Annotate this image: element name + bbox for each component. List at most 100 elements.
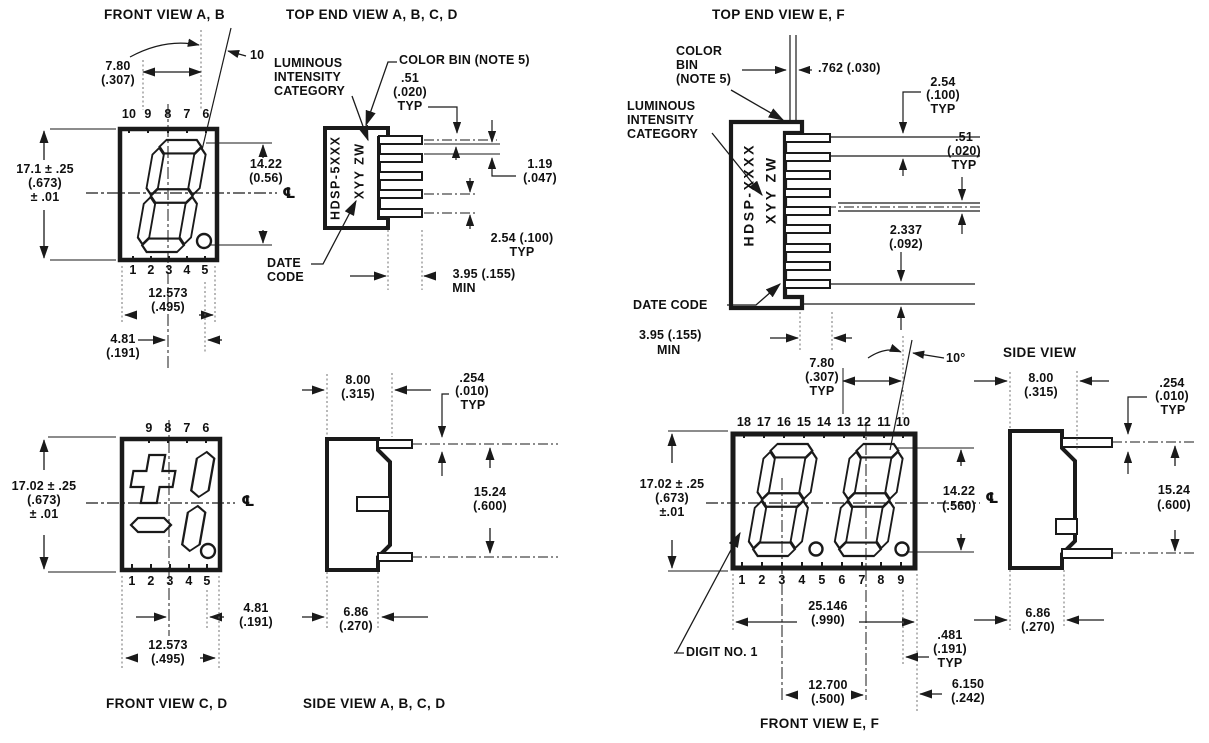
pin-number: 12 bbox=[856, 415, 872, 429]
dim-label: (.270) bbox=[1021, 620, 1055, 634]
pin-number: 8 bbox=[164, 421, 172, 435]
dim-label: (.100) bbox=[926, 88, 960, 102]
pin-number: 6 bbox=[202, 421, 210, 435]
dim-label: 12.700 bbox=[808, 678, 848, 692]
callout-label: DATE bbox=[267, 256, 301, 270]
angle-arc bbox=[129, 38, 200, 58]
angle-label: 10 bbox=[250, 48, 265, 62]
view-title-front-ab: FRONT VIEW A, B bbox=[104, 7, 225, 22]
dim-label: (.307) bbox=[805, 370, 839, 384]
dim-label: 8.00 bbox=[1028, 371, 1054, 385]
decimal-point-2 bbox=[894, 541, 910, 557]
front-view-ef-lines bbox=[667, 336, 980, 712]
dim-label: 2.337 bbox=[889, 223, 923, 237]
pin-number: 4 bbox=[185, 574, 193, 588]
pin-ticks bbox=[131, 437, 208, 570]
pin-number: 2 bbox=[758, 573, 766, 587]
pin-number: 7 bbox=[183, 107, 191, 121]
pin-number: 4 bbox=[798, 573, 806, 587]
dim-label: 12.573 bbox=[148, 286, 188, 300]
pin-number: 6 bbox=[202, 107, 210, 121]
luminous-leader bbox=[711, 132, 763, 197]
dim-label: (.560) bbox=[942, 499, 976, 513]
pin-top bbox=[377, 439, 413, 449]
angle-arc bbox=[867, 343, 902, 359]
pin-number: 18 bbox=[736, 415, 752, 429]
one-segments bbox=[179, 450, 217, 553]
dim-label: (.020) bbox=[393, 85, 427, 99]
pin-number: 1 bbox=[129, 263, 137, 277]
dim-label: .51 bbox=[955, 130, 973, 144]
pin-number: 10 bbox=[121, 107, 137, 121]
centerline-symbol: ℄ bbox=[985, 489, 999, 507]
front-view-cd-lines bbox=[39, 420, 235, 668]
pin-number: 15 bbox=[796, 415, 812, 429]
dim-label: (.191) bbox=[239, 615, 273, 629]
dim-label: (.020) bbox=[947, 144, 981, 158]
callout-label: CATEGORY bbox=[627, 127, 699, 141]
view-title-side-ef: SIDE VIEW bbox=[1003, 345, 1077, 360]
view-caption-front-ef: FRONT VIEW E, F bbox=[760, 716, 880, 731]
dim-label: (.270) bbox=[339, 619, 373, 633]
dim-label: .481 bbox=[937, 628, 963, 642]
pin-number: 7 bbox=[183, 421, 191, 435]
view-title-top-end-ef: TOP END VIEW E, F bbox=[712, 7, 846, 22]
dim-label: (.242) bbox=[951, 691, 985, 705]
dim-label: 2.54 (.100) bbox=[490, 231, 554, 245]
dim-label: TYP bbox=[951, 158, 977, 172]
pin-number: 7 bbox=[858, 573, 866, 587]
pin-number: 1 bbox=[738, 573, 746, 587]
dim-label: 15.24 bbox=[473, 485, 507, 499]
color-bin-leader bbox=[365, 61, 397, 127]
luminous-leader bbox=[351, 95, 369, 142]
dim-label: (.673) bbox=[27, 493, 61, 507]
dim-label: TYP bbox=[809, 384, 835, 398]
pin-number: 17 bbox=[756, 415, 772, 429]
angle-label: 10° bbox=[946, 351, 966, 365]
part-marking: HDSP-XXXX bbox=[740, 143, 757, 247]
pin-number: 3 bbox=[778, 573, 786, 587]
dim-label: .51 bbox=[401, 71, 419, 85]
dim-label: TYP bbox=[1160, 403, 1186, 417]
dim-label: (.307) bbox=[101, 73, 135, 87]
pins bbox=[784, 133, 831, 289]
dim-label: 8.00 bbox=[345, 373, 371, 387]
pin-number: 3 bbox=[166, 574, 174, 588]
dim-label: (.315) bbox=[1024, 385, 1058, 399]
dim-label: (.500) bbox=[811, 692, 845, 706]
mounting-tab bbox=[1055, 518, 1078, 535]
date-code-leader bbox=[311, 199, 357, 265]
dim-label: 6.86 bbox=[1025, 606, 1051, 620]
pin-number: 9 bbox=[144, 107, 152, 121]
view-caption-front-cd: FRONT VIEW C, D bbox=[106, 696, 228, 711]
pin-number: 14 bbox=[816, 415, 832, 429]
package-outline bbox=[1008, 429, 1077, 570]
dim-label: TYP bbox=[397, 99, 423, 113]
tilt-line bbox=[201, 27, 232, 151]
callout-label: CATEGORY bbox=[274, 84, 346, 98]
dim-label: MIN bbox=[657, 343, 681, 357]
callout-label: INTENSITY bbox=[627, 113, 695, 127]
top-end-view-abcd-lines bbox=[311, 61, 516, 290]
dim-label: (.010) bbox=[1155, 389, 1189, 403]
dim-label: 15.24 bbox=[1157, 483, 1191, 497]
pin-number: 5 bbox=[201, 263, 209, 277]
mounting-tab bbox=[356, 496, 391, 512]
pin-top bbox=[1061, 437, 1113, 448]
dim-label: 6.86 bbox=[343, 605, 369, 619]
dim-label: .254 bbox=[459, 371, 485, 385]
seven-segment-digit bbox=[135, 140, 208, 252]
digit-no-1-leader bbox=[675, 531, 741, 654]
decimal-point bbox=[195, 232, 213, 250]
dim-label: TYP bbox=[460, 398, 486, 412]
dim-label: TYP bbox=[937, 656, 963, 670]
side-view-abcd-lines bbox=[302, 373, 558, 630]
dim-label: MIN bbox=[452, 281, 476, 295]
dim-label: 4.81 bbox=[243, 601, 269, 615]
pin-number: 13 bbox=[836, 415, 852, 429]
dim-label: (.600) bbox=[473, 499, 507, 513]
dim-label: 2.54 bbox=[930, 75, 956, 89]
pin-number: 8 bbox=[877, 573, 885, 587]
callout-label: (NOTE 5) bbox=[676, 72, 732, 86]
